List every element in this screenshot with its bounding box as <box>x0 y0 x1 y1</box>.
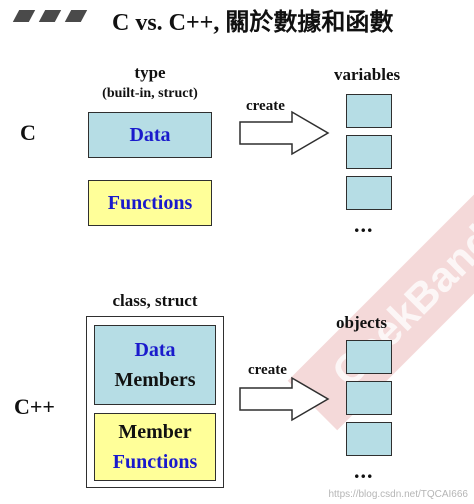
variables-ellipsis: ... <box>354 212 374 237</box>
c-functions-box: Functions <box>88 180 212 226</box>
class-struct-label: class, struct <box>112 291 198 310</box>
variable-slot <box>346 176 392 210</box>
c-label: C <box>20 120 36 145</box>
type-sublabel: (built-in, struct) <box>102 86 198 101</box>
object-slot <box>346 381 392 415</box>
page-title: C vs. C++, 關於數據和函數 <box>112 10 394 36</box>
cpp-members-label: Members <box>114 369 196 391</box>
cpp-member-functions-box: Member Functions <box>94 413 216 481</box>
cpp-data-members-box: Data Members <box>94 325 216 405</box>
cpp-member-label: Member <box>118 421 192 443</box>
object-slot <box>346 340 392 374</box>
c-data-box: Data <box>88 112 212 158</box>
type-label: type <box>134 63 166 82</box>
objects-ellipsis: ... <box>354 458 374 483</box>
header-stripe-icon <box>38 10 62 22</box>
variable-slot <box>346 135 392 169</box>
cpp-label: C++ <box>14 394 55 419</box>
c-functions-label: Functions <box>107 192 193 214</box>
header-stripe-icon <box>12 10 36 22</box>
footer-url: https://blog.csdn.net/TQCAI666 <box>328 489 468 500</box>
cpp-data-label: Data <box>134 339 176 361</box>
cpp-create-arrow-icon <box>239 376 330 422</box>
c-create-label: create <box>246 98 285 114</box>
header-stripe-icon <box>64 10 88 22</box>
variable-slot <box>346 94 392 128</box>
cpp-create-label: create <box>248 362 287 378</box>
c-create-arrow-icon <box>239 110 330 156</box>
c-data-label: Data <box>129 124 171 146</box>
objects-label: objects <box>336 313 387 332</box>
cpp-functions-label: Functions <box>112 451 198 473</box>
object-slot <box>346 422 392 456</box>
variables-label: variables <box>334 65 401 84</box>
